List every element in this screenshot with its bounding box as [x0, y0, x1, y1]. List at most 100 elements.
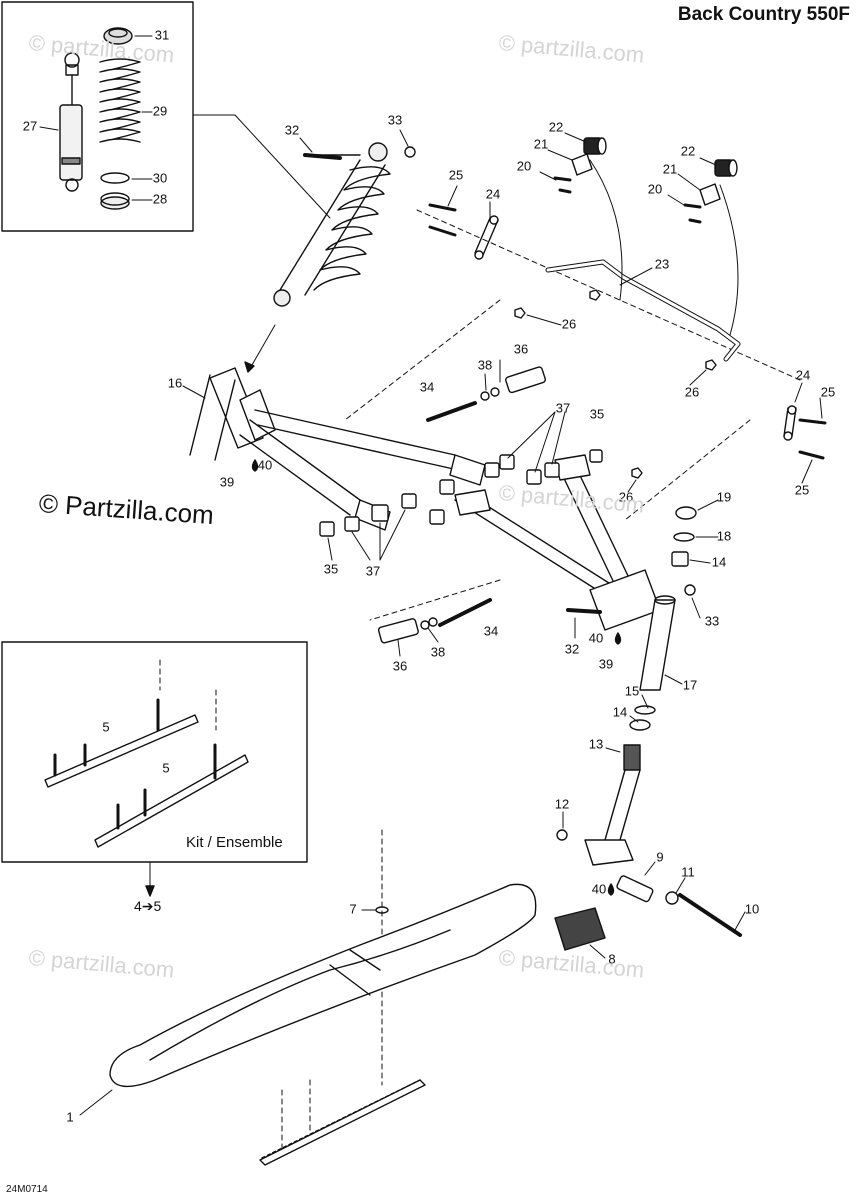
washer-11: [665, 891, 679, 905]
callout-16: 16: [168, 375, 182, 390]
callout-26b: 26: [685, 384, 699, 399]
callout-30: 30: [153, 170, 167, 185]
callout-24a: 24: [486, 186, 500, 201]
callout-20b: 20: [648, 181, 662, 196]
callout-24b: 24: [796, 367, 810, 382]
callout-25c: 25: [795, 482, 809, 497]
carbide-runner: [259, 1079, 426, 1166]
callout-21b: 21: [663, 161, 677, 176]
callout-26c: 26: [619, 489, 633, 504]
callout-10: 10: [745, 901, 759, 916]
sway-link-24-left: [428, 203, 499, 260]
sleeve-9: [616, 875, 654, 903]
bushing-37-set-b: [319, 479, 455, 537]
grease-symbol-c: [607, 883, 615, 896]
callout-8: 8: [608, 951, 615, 966]
callout-26a: 26: [562, 316, 576, 331]
callout-12: 12: [555, 796, 569, 811]
callout-40b: 40: [589, 630, 603, 645]
callout-25b: 25: [821, 384, 835, 399]
bolt-34-upper: [426, 401, 477, 422]
callout-25a: 25: [449, 167, 463, 182]
bolt-32-upper: [303, 153, 342, 160]
callout-29: 29: [153, 103, 167, 118]
sleeve-36-lower: [377, 617, 438, 644]
bracket-21-right: [683, 183, 721, 224]
callout-22a: 22: [549, 119, 563, 134]
callout-36b: 36: [393, 658, 407, 673]
shock-parts-inset-box: [1, 1, 194, 232]
runner-kit-b: [94, 743, 249, 848]
callout-14a: 14: [613, 704, 627, 719]
shock-absorber-27: [59, 52, 83, 192]
kit-ref-label: 4➔5: [134, 898, 162, 914]
ski-stopper-8: [554, 907, 606, 951]
bolt-34-lower: [438, 598, 492, 627]
sway-link-24-right: [783, 405, 827, 460]
sway-bar-23: [545, 159, 741, 362]
callout-34b: 34: [484, 623, 498, 638]
grease-symbol-a: [251, 459, 259, 472]
callout-35a: 35: [590, 406, 604, 421]
callout-28: 28: [153, 191, 167, 206]
callout-9: 9: [656, 849, 663, 864]
bracket-21-left: [553, 153, 593, 194]
callout-labels: 1557891011121314141516171819202021212222…: [23, 27, 835, 1124]
callout-32b: 32: [565, 641, 579, 656]
bushing-22-right: [714, 159, 738, 177]
adjuster-ring-28: [100, 192, 130, 210]
callout-23: 23: [655, 256, 669, 271]
a-arm-upper: [189, 367, 486, 531]
callout-38a: 38: [478, 357, 492, 372]
kit-inset-box: [1, 641, 308, 863]
diagram-title: Back Country 550F: [677, 4, 850, 25]
callout-15: 15: [625, 683, 639, 698]
callout-19: 19: [717, 489, 731, 504]
callout-1: 1: [66, 1109, 73, 1124]
bolt-10: [678, 893, 742, 937]
bushing-37-set-a: [484, 449, 603, 485]
callout-18: 18: [717, 528, 731, 543]
callout-5b: 5: [162, 760, 169, 775]
callout-34a: 34: [420, 379, 434, 394]
callout-37b: 37: [366, 563, 380, 578]
callout-33a: 33: [388, 112, 402, 127]
callout-39a: 39: [220, 474, 234, 489]
callout-37a: 37: [556, 400, 570, 415]
callout-35b: 35: [324, 561, 338, 576]
nut-33-lower: [684, 584, 696, 596]
callout-36a: 36: [514, 341, 528, 356]
grease-symbol-b: [614, 632, 622, 645]
callout-38b: 38: [431, 644, 445, 659]
callout-13: 13: [589, 736, 603, 751]
runner-kit-a: [44, 698, 199, 788]
nut-26-c: [705, 359, 717, 371]
ski-1: [109, 883, 537, 1088]
callout-7: 7: [349, 901, 356, 916]
callout-14b: 14: [712, 554, 726, 569]
callout-32a: 32: [285, 122, 299, 137]
callout-11: 11: [681, 864, 695, 879]
shock-assembly: [273, 142, 416, 307]
sleeve-36-upper: [480, 366, 547, 401]
drawing-code: 24M0714: [6, 1184, 48, 1195]
bolt-32-lower: [566, 608, 602, 614]
callout-33b: 33: [705, 613, 719, 628]
nut-26-a: [514, 307, 526, 319]
kit-label: Kit / Ensemble: [186, 834, 283, 851]
callout-31: 31: [155, 27, 169, 42]
callout-39b: 39: [599, 656, 613, 671]
callout-40a: 40: [258, 457, 272, 472]
callout-40c: 40: [592, 881, 606, 896]
washer-30: [100, 172, 130, 184]
bushing-22-left: [583, 137, 607, 155]
callout-20a: 20: [517, 158, 531, 173]
callout-22b: 22: [681, 143, 695, 158]
spring-29: [99, 58, 141, 143]
callout-5a: 5: [102, 719, 109, 734]
spindle-13: [556, 705, 656, 866]
callout-17: 17: [683, 677, 697, 692]
nut-26-d: [631, 467, 643, 479]
spindle-housing-17: [639, 506, 697, 691]
